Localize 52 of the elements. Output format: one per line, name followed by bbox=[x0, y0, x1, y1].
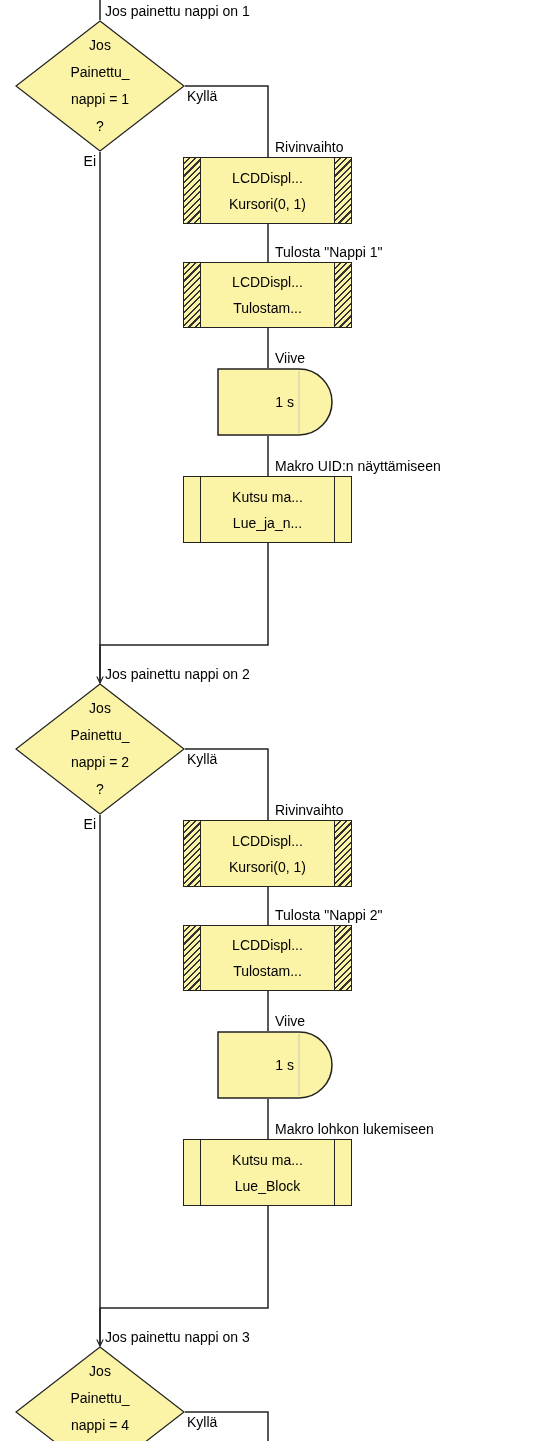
connector-line bbox=[96, 542, 269, 684]
connector-line bbox=[99, 151, 101, 684]
connector-line bbox=[184, 1411, 269, 1441]
comment-text: Rivinvaihto bbox=[275, 139, 344, 155]
decision-diamond bbox=[15, 20, 185, 152]
delay-text: 1 s bbox=[275, 394, 294, 410]
connector-line bbox=[267, 886, 269, 926]
component-macro-box bbox=[183, 157, 352, 224]
connector-line bbox=[267, 990, 269, 1032]
comment-text: Makro lohkon lukemiseen bbox=[275, 1121, 434, 1137]
block-text: LCDDispl... Tulostam... bbox=[231, 273, 304, 318]
macro-call-box bbox=[183, 476, 352, 543]
connector-line bbox=[267, 327, 269, 369]
comment-text: Viive bbox=[275, 350, 306, 366]
connector-line bbox=[267, 223, 269, 263]
edge-label: Ei bbox=[82, 816, 97, 832]
component-macro-box bbox=[183, 262, 352, 328]
comment-text: Jos painettu nappi on 3 bbox=[105, 1329, 250, 1345]
decision-text: Jos Painettu_ nappi = 2 ? bbox=[69, 699, 131, 799]
connector-line bbox=[96, 1205, 269, 1347]
decision-diamond bbox=[15, 1346, 185, 1441]
connector-line bbox=[267, 435, 269, 477]
comment-text: Jos painettu nappi on 2 bbox=[105, 666, 250, 682]
connector-line bbox=[267, 1098, 269, 1140]
block-text: LCDDispl... Tulostam... bbox=[231, 936, 304, 981]
delay-box bbox=[217, 1031, 333, 1099]
edge-label: Kyllä bbox=[186, 88, 219, 104]
block-text: LCDDispl... Kursori(0, 1) bbox=[228, 831, 307, 877]
block-text: Kutsu ma... Lue_ja_n... bbox=[231, 487, 304, 533]
component-macro-box bbox=[183, 820, 352, 887]
comment-text: Tulosta "Nappi 1" bbox=[275, 244, 383, 260]
edge-label: Kyllä bbox=[186, 1414, 219, 1430]
comment-text: Viive bbox=[275, 1013, 306, 1029]
macro-call-box bbox=[183, 1139, 352, 1206]
connector-line bbox=[184, 85, 269, 158]
connector-line bbox=[99, 0, 101, 21]
block-text: LCDDispl... Kursori(0, 1) bbox=[228, 168, 307, 214]
decision-text: Jos Painettu_ nappi = 4 bbox=[69, 1362, 131, 1435]
comment-text: Jos painettu nappi on 1 bbox=[105, 3, 250, 19]
connector-line bbox=[99, 814, 101, 1347]
comment-text: Makro UID:n näyttämiseen bbox=[275, 458, 441, 474]
block-text: Kutsu ma... Lue_Block bbox=[231, 1150, 304, 1196]
connector-line bbox=[184, 748, 269, 821]
decision-text: Jos Painettu_ nappi = 1 ? bbox=[69, 36, 131, 136]
decision-diamond bbox=[15, 683, 185, 815]
delay-box bbox=[217, 368, 333, 436]
edge-label: Kyllä bbox=[186, 751, 219, 767]
comment-text: Rivinvaihto bbox=[275, 802, 344, 818]
comment-text: Tulosta "Nappi 2" bbox=[275, 907, 383, 923]
component-macro-box bbox=[183, 925, 352, 991]
delay-text: 1 s bbox=[275, 1057, 294, 1073]
edge-label: Ei bbox=[82, 153, 97, 169]
